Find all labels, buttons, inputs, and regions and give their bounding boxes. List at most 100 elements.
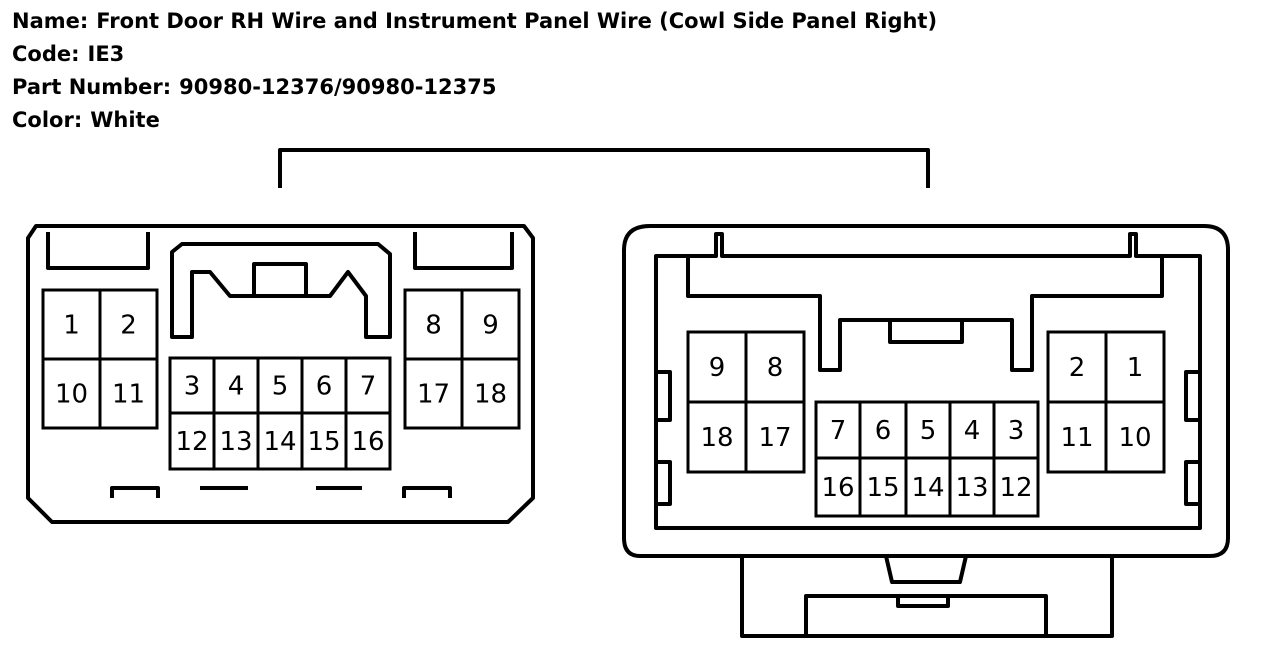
right-pin-cavity xyxy=(1104,400,1166,474)
left-connector-rim xyxy=(46,232,514,270)
left-pin-label: 7 xyxy=(360,372,377,402)
name-row: Name:Front Door RH Wire and Instrument P… xyxy=(12,6,937,39)
right-pin-1: 1 xyxy=(1104,330,1166,404)
right-pin-label: 11 xyxy=(1060,423,1093,453)
right-pin-5: 5 xyxy=(904,400,952,460)
right-pin-cavity xyxy=(904,400,952,460)
left-pin-4: 4 xyxy=(212,356,260,415)
right-pin-cavity xyxy=(992,456,1040,518)
right-pin-label: 5 xyxy=(920,416,937,446)
left-pin-18: 18 xyxy=(460,357,521,430)
right-pin-label: 6 xyxy=(875,416,892,446)
left-pin-label: 5 xyxy=(272,372,289,402)
left-pin-label: 10 xyxy=(55,380,88,410)
right-pin-13: 13 xyxy=(948,456,996,518)
left-pin-15: 15 xyxy=(300,411,348,471)
right-pin-cavity xyxy=(744,330,806,404)
left-pin-cavity xyxy=(300,411,348,471)
right-connector-inner-frame xyxy=(654,232,1202,530)
left-pin-label: 17 xyxy=(417,380,450,410)
right-pin-3: 3 xyxy=(992,400,1040,460)
right-pin-label: 7 xyxy=(830,416,847,446)
right-pin-label: 2 xyxy=(1069,353,1086,383)
left-pin-2: 2 xyxy=(98,288,159,361)
left-pin-9: 9 xyxy=(460,288,521,361)
right-pin-cavity xyxy=(686,400,748,474)
right-pin-12: 12 xyxy=(992,456,1040,518)
right-pin-8: 8 xyxy=(744,330,806,404)
left-pin-label: 18 xyxy=(474,380,507,410)
left-pin-label: 16 xyxy=(351,427,384,457)
left-pin-label: 1 xyxy=(63,311,80,341)
left-pin-cavity xyxy=(41,357,102,430)
left-connector-lock xyxy=(170,242,392,339)
right-connector-key-tab xyxy=(888,318,964,344)
color-label: Color: xyxy=(12,108,83,132)
right-pin-label: 17 xyxy=(758,423,791,453)
name-label: Name: xyxy=(12,9,89,33)
left-pin-11: 11 xyxy=(98,357,159,430)
left-pin-label: 2 xyxy=(120,311,137,341)
right-pin-cavity xyxy=(858,456,908,518)
color-value: White xyxy=(90,108,160,132)
right-pin-cavity xyxy=(744,400,806,474)
right-pin-label: 8 xyxy=(767,353,784,383)
left-pin-13: 13 xyxy=(212,411,260,471)
right-pin-label: 16 xyxy=(821,473,854,503)
left-pin-label: 6 xyxy=(316,372,333,402)
left-pin-17: 17 xyxy=(403,357,464,430)
right-pin-label: 4 xyxy=(964,416,981,446)
left-pin-10: 10 xyxy=(41,357,102,430)
right-connector-bottom-lock xyxy=(740,555,1114,638)
right-pin-label: 9 xyxy=(709,353,726,383)
right-pin-label: 15 xyxy=(866,473,899,503)
right-pin-15: 15 xyxy=(858,456,908,518)
right-pin-label: 14 xyxy=(911,473,944,503)
left-pin-cavity xyxy=(344,356,392,415)
code-row: Code:IE3 xyxy=(12,39,937,72)
right-pin-2: 2 xyxy=(1046,330,1108,404)
right-pin-cavity xyxy=(948,456,996,518)
left-connector-lock-tab xyxy=(252,262,308,298)
left-pin-5: 5 xyxy=(256,356,304,415)
left-pin-label: 13 xyxy=(219,427,252,457)
left-pin-cavity xyxy=(344,411,392,471)
right-pin-label: 12 xyxy=(999,473,1032,503)
right-pin-cavity xyxy=(992,400,1040,460)
left-pin-12: 12 xyxy=(168,411,216,471)
left-connector-body xyxy=(26,224,535,524)
right-pin-9: 9 xyxy=(686,330,748,404)
right-pin-label: 18 xyxy=(700,423,733,453)
left-pin-14: 14 xyxy=(256,411,304,471)
right-pin-11: 11 xyxy=(1046,400,1108,474)
left-pin-label: 8 xyxy=(425,311,442,341)
color-row: Color: White xyxy=(12,105,937,138)
left-pin-cavity xyxy=(168,411,216,471)
left-pin-cavity xyxy=(300,356,348,415)
right-pin-16: 16 xyxy=(814,456,862,518)
left-pin-7: 7 xyxy=(344,356,392,415)
right-pin-17: 17 xyxy=(744,400,806,474)
left-pin-cavity xyxy=(98,357,159,430)
left-pin-8: 8 xyxy=(403,288,464,361)
left-pin-cavity xyxy=(212,411,260,471)
left-pin-cavity xyxy=(403,357,464,430)
left-pin-cavity xyxy=(98,288,159,361)
right-pin-cavity xyxy=(1104,330,1166,404)
part-number-row: Part Number:90980-12376/90980-12375 xyxy=(12,72,937,105)
code-label: Code: xyxy=(12,42,80,66)
right-pin-cavity xyxy=(904,456,952,518)
left-connector-bottom-slots xyxy=(110,486,452,498)
left-pin-label: 4 xyxy=(228,372,245,402)
right-pin-label: 10 xyxy=(1118,423,1151,453)
right-pin-label: 13 xyxy=(955,473,988,503)
left-pin-label: 11 xyxy=(112,380,145,410)
right-pin-label: 3 xyxy=(1008,416,1025,446)
left-pin-3: 3 xyxy=(168,356,216,415)
right-pin-18: 18 xyxy=(686,400,748,474)
right-pin-label: 1 xyxy=(1127,353,1144,383)
